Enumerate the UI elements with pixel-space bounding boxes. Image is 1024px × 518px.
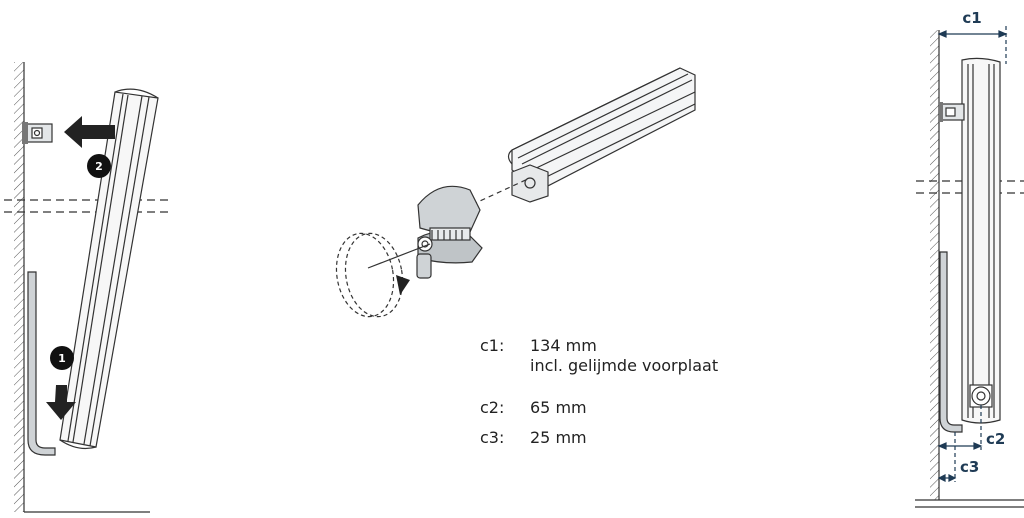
rotation-indicator <box>335 232 431 318</box>
spec-c2-value: 65 mm <box>530 398 587 417</box>
left-wall <box>14 62 24 512</box>
wall-clamp <box>416 185 483 279</box>
side-view-dimensions <box>915 26 1024 508</box>
spec-c2: c2: 65 mm <box>480 398 587 418</box>
spec-c1-value: 134 mm <box>530 336 597 355</box>
spec-c1: c1: 134 mm incl. gelijmde voorplaat <box>480 336 718 376</box>
spec-c3: c3: 25 mm <box>480 428 587 448</box>
dimension-c1 <box>937 26 1008 64</box>
spec-c3-value: 25 mm <box>530 428 587 447</box>
arrow-lower-into-bracket <box>46 385 76 420</box>
side-top-bracket <box>939 102 965 122</box>
side-bottom-bracket <box>939 251 963 433</box>
left-mounting-view <box>4 62 168 513</box>
step-1-marker <box>50 346 74 370</box>
radiator-rail <box>507 67 696 203</box>
tilted-radiator <box>59 88 159 450</box>
arrow-push-to-wall <box>64 116 115 148</box>
dimension-c3-label: c3 <box>960 458 979 476</box>
left-break-lines <box>4 199 168 213</box>
bottom-bracket <box>27 271 56 456</box>
step-2-marker <box>87 154 111 178</box>
pipe-connection <box>969 384 993 408</box>
clamp-detail-view <box>335 67 696 318</box>
right-wall <box>930 30 939 500</box>
spec-c3-label: c3: <box>480 428 505 447</box>
dimension-c2 <box>937 405 983 450</box>
step-1-number: 1 <box>58 352 66 365</box>
dimension-c1-label: c1 <box>962 9 981 27</box>
dimension-c3 <box>937 432 957 482</box>
spec-c2-label: c2: <box>480 398 505 417</box>
spec-c1-note: incl. gelijmde voorplaat <box>530 356 719 375</box>
dimension-c2-label: c2 <box>986 430 1005 448</box>
step-2-number: 2 <box>95 160 103 173</box>
radiator-side-profile <box>961 57 1001 424</box>
top-wall-bracket <box>22 122 53 144</box>
spec-c1-label: c1: <box>480 336 505 355</box>
